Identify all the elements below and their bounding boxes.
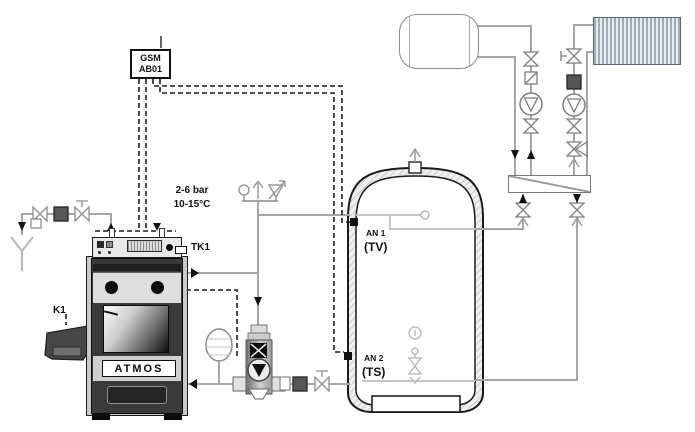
- thermostatic-valve-icon: [30, 205, 48, 229]
- tank-top-fitting: [408, 161, 422, 174]
- shutoff-valve-icon: [565, 118, 583, 134]
- boiler-brand-text: ATMOS: [114, 362, 164, 375]
- shutoff-valve-icon: [568, 202, 586, 218]
- supply-pressure-label: 2-6 bar: [175, 185, 209, 196]
- three-way-mixing-valve-icon: [565, 140, 588, 158]
- tank-sensor1-probe: [350, 218, 358, 226]
- panel-led: [108, 251, 111, 254]
- return-line-fittings: [279, 370, 330, 393]
- cylinder-bottom-pipe: [477, 56, 516, 176]
- sensor-well-icon: [420, 210, 430, 220]
- tank-drain-assembly-icon: [407, 326, 423, 385]
- horizontal-tank: [399, 14, 479, 69]
- tank-base-plinth: [371, 395, 461, 413]
- strainer-filter-icon: [53, 206, 69, 222]
- shutoff-valve-icon: [514, 202, 532, 218]
- arrow-down-icon: [511, 150, 519, 159]
- tank-sensor1-sub-label: (TV): [364, 240, 388, 254]
- arrow-down-icon: [153, 223, 161, 231]
- tank-sensor2-probe: [344, 352, 352, 360]
- panel-knob: [166, 244, 173, 251]
- cylinder-circuit: [519, 51, 543, 134]
- arrow-right-icon: [191, 268, 199, 278]
- panel-led: [98, 251, 101, 254]
- arrow-left-icon: [189, 379, 197, 389]
- vent-icon: [252, 180, 264, 199]
- tank-seam: [469, 16, 470, 67]
- shutoff-valve-icon: [522, 51, 540, 67]
- manifold-to-tank-bottom: [475, 194, 578, 381]
- tank-sensor1-label: AN 1: [366, 228, 386, 238]
- shutoff-valve-icon: [560, 48, 583, 64]
- tank-sensor2-label: AN 2: [364, 353, 384, 363]
- drain-funnel-icon: [10, 236, 34, 271]
- burner-unit: [44, 325, 89, 361]
- thermoregulation-valve-unit: [232, 324, 286, 400]
- manifold-branch-valves: [514, 202, 586, 218]
- boiler-trim-band: [93, 264, 181, 271]
- boiler-foot: [164, 414, 182, 420]
- flue-sensor-label: TK1: [191, 242, 210, 253]
- gsm-label-line2: AB01: [138, 64, 162, 74]
- open-flow-arrows: [517, 157, 583, 227]
- arrow-up-icon: [568, 157, 580, 168]
- radiator-circuit: [560, 48, 588, 158]
- strainer-filter-icon: [292, 376, 308, 392]
- cylinder-top-pipe: [477, 25, 532, 53]
- gsm-label-line1: GSM: [140, 52, 161, 63]
- arrow-up-icon: [517, 216, 529, 227]
- wire-tank-sensor2: [159, 79, 344, 353]
- boiler-display: [127, 240, 162, 252]
- radiator-return-pipe: [586, 51, 593, 176]
- flue-sensor-probe: [175, 246, 187, 254]
- tank-internal-pipes: [356, 214, 475, 382]
- distribution-manifold: [508, 175, 591, 193]
- expansion-vessel-icon: [205, 328, 233, 362]
- supply-temperature-label: 10-15°C: [173, 199, 211, 210]
- arrow-down-icon: [254, 297, 262, 306]
- gsm-wiring: [65, 79, 350, 356]
- wire-tank-sensor1: [152, 79, 350, 223]
- arrow-up-icon: [527, 150, 535, 159]
- gsm-module: GSM AB01: [130, 49, 171, 79]
- boiler-ash-door: [107, 386, 167, 404]
- panel-radiator: [593, 17, 681, 65]
- arrow-down-icon: [18, 222, 26, 231]
- tank-seam: [409, 16, 410, 67]
- shutoff-valve-icon: [314, 370, 330, 393]
- air-vent-icon: [409, 147, 421, 162]
- wire-pump-control: [186, 289, 238, 356]
- boiler-knob: [151, 281, 164, 294]
- boiler-foot: [92, 414, 110, 420]
- safety-valve-group: [238, 180, 286, 201]
- panel-button: [97, 241, 104, 248]
- arrow-up-icon: [519, 194, 527, 203]
- check-valve-icon: [248, 388, 270, 400]
- coupling-icon: [279, 376, 291, 391]
- thermal-safety-loop: [30, 200, 90, 229]
- arrow-up-icon: [571, 216, 583, 227]
- panel-button: [106, 241, 113, 248]
- burner-label: K1: [53, 305, 66, 316]
- tank-sensor2-sub-label: (TS): [362, 365, 386, 379]
- boiler-knob: [105, 281, 118, 294]
- arrow-down-icon: [573, 194, 581, 203]
- shutoff-valve-icon: [522, 118, 540, 134]
- strainer-filter-icon: [566, 74, 582, 90]
- boiler-brand-plate: ATMOS: [102, 360, 176, 377]
- shutoff-valve-icon: [74, 200, 90, 223]
